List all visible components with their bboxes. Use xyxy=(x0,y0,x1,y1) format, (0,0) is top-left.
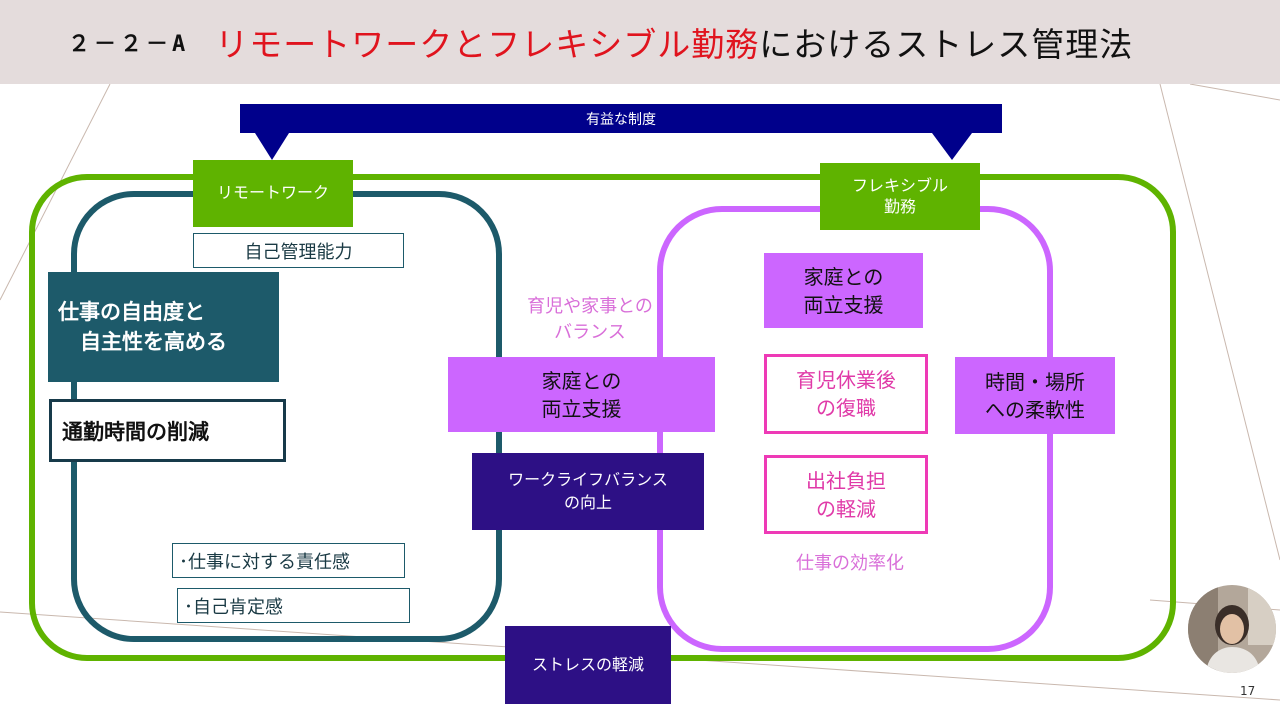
wlb-line-2: の向上 xyxy=(563,492,612,512)
responsibility-box: ･仕事に対する責任感 xyxy=(172,543,405,578)
commute-reduction-box: 通勤時間の削減 xyxy=(49,399,286,462)
self-management-box: 自己管理能力 xyxy=(193,233,404,268)
title-bar xyxy=(0,0,1280,84)
remote-work-tag: リモートワーク xyxy=(193,160,353,227)
family-support-box-flex: 家庭との 両立支援 xyxy=(764,253,923,328)
page-number: 17 xyxy=(1240,684,1256,698)
banner-pointer-left xyxy=(255,133,289,160)
balance-note-line-2: バランス xyxy=(554,322,626,344)
title-black-part: におけるストレス管理法 xyxy=(759,25,1134,64)
family-support-center-line-2: 両立支援 xyxy=(541,396,622,421)
return-line-2: の復職 xyxy=(816,396,876,420)
beneficial-systems-banner: 有益な制度 xyxy=(240,104,1002,133)
wlb-line-1: ワークライフバランス xyxy=(508,470,668,490)
flexible-work-tag: フレキシブル 勤務 xyxy=(820,163,980,230)
commute-burden-box: 出社負担 の軽減 xyxy=(764,455,928,534)
presenter-avatar xyxy=(1188,585,1276,673)
flex-tag-line-2: 勤務 xyxy=(883,196,916,216)
return-after-leave-box: 育児休業後 の復職 xyxy=(764,354,928,434)
time-place-flexibility-box: 時間・場所 への柔軟性 xyxy=(955,357,1115,434)
banner-pointer-right xyxy=(932,133,972,160)
freedom-line-1: 仕事の自由度と xyxy=(58,299,205,324)
balance-note-line-1: 育児や家事との xyxy=(527,296,653,317)
family-support-box-center: 家庭との 両立支援 xyxy=(448,357,715,432)
title-red-part: リモートワークとフレキシブル勤務 xyxy=(215,25,760,64)
self-esteem-box: ･自己肯定感 xyxy=(177,588,410,623)
slide-title: ２－２－A リモートワークとフレキシブル勤務 におけるストレス管理法 xyxy=(0,0,1280,84)
work-life-balance-box: ワークライフバランス の向上 xyxy=(472,453,704,530)
stress-reduction-box: ストレスの軽減 xyxy=(505,626,671,704)
family-support-flex-line-1: 家庭との xyxy=(803,264,884,289)
freedom-autonomy-box: 仕事の自由度と 自主性を高める xyxy=(48,272,279,382)
section-number: ２－２－A xyxy=(68,32,190,57)
flex-tag-line-1: フレキシブル xyxy=(851,175,948,195)
flexibility-line-1: 時間・場所 xyxy=(985,369,1085,394)
family-support-flex-line-2: 両立支援 xyxy=(803,292,884,317)
family-support-center-line-1: 家庭との xyxy=(541,368,622,393)
work-efficiency-label: 仕事の効率化 xyxy=(796,553,904,574)
return-line-1: 育児休業後 xyxy=(796,368,896,392)
freedom-line-2: 自主性を高める xyxy=(80,330,227,354)
burden-line-2: の軽減 xyxy=(816,496,876,521)
flexibility-line-2: への柔軟性 xyxy=(985,397,1085,422)
balance-note: 育児や家事との バランス xyxy=(500,294,680,346)
burden-line-1: 出社負担 xyxy=(806,468,886,493)
